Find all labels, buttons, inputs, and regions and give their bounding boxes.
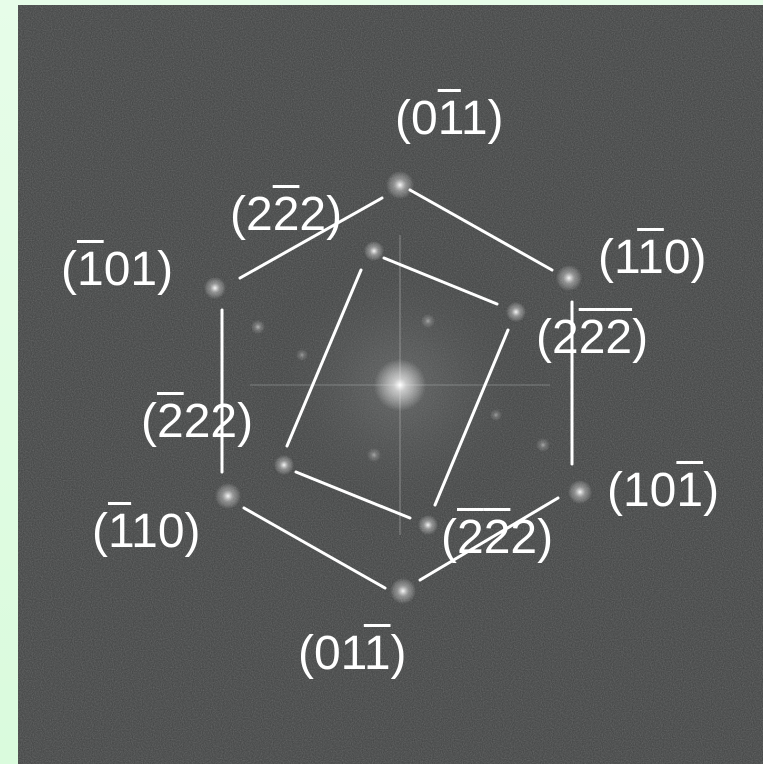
outer-hexagon-edge — [238, 196, 384, 280]
label-0-1bar-1: (011) — [395, 92, 504, 145]
diffraction-pattern-image — [18, 5, 763, 764]
spot-1bar-0-1 — [204, 277, 226, 299]
spot-2-2bar-2 — [364, 241, 384, 261]
label-1bar-1-0: (110) — [92, 505, 201, 558]
spot-0-1bar-1 — [386, 171, 414, 199]
spot-2-2bar-2bar — [506, 302, 526, 322]
spot-2bar-2bar-2 — [418, 515, 438, 535]
spot-0-1-1bar — [390, 578, 416, 604]
diffraction-pattern — [18, 5, 763, 764]
faint-spot — [296, 349, 308, 361]
label-0-1-1bar: (011) — [298, 627, 407, 680]
faint-spot — [367, 448, 381, 462]
label-2bar-2bar-2: (222) — [441, 511, 554, 564]
outer-hexagon-edge — [408, 188, 554, 272]
outer-hexagon-edge — [418, 496, 560, 582]
label-2-2bar-2bar: (222) — [536, 311, 649, 364]
faint-spot — [490, 409, 502, 421]
faint-spot — [536, 438, 550, 452]
spot-1-1bar-0 — [556, 265, 582, 291]
outer-hexagon-edge — [242, 506, 387, 590]
faint-spot — [251, 320, 265, 334]
inner-parallelogram-edge — [382, 256, 499, 306]
inner-parallelogram-edge — [285, 268, 363, 448]
label-1bar-0-1: (101) — [61, 243, 174, 296]
label-2bar-2-2: (222) — [141, 395, 254, 448]
spot-1-0-1bar — [568, 480, 592, 504]
inner-parallelogram-edge — [433, 328, 510, 507]
central-beam-spot — [374, 359, 426, 411]
spot-1bar-1-0 — [215, 483, 241, 509]
label-1-1bar-0: (110) — [598, 231, 707, 284]
label-1-0-1bar: (101) — [607, 464, 720, 517]
spot-2bar-2-2 — [274, 455, 294, 475]
faint-spot — [421, 314, 435, 328]
label-2-2bar-2: (222) — [230, 188, 343, 241]
inner-parallelogram-edge — [294, 470, 412, 520]
